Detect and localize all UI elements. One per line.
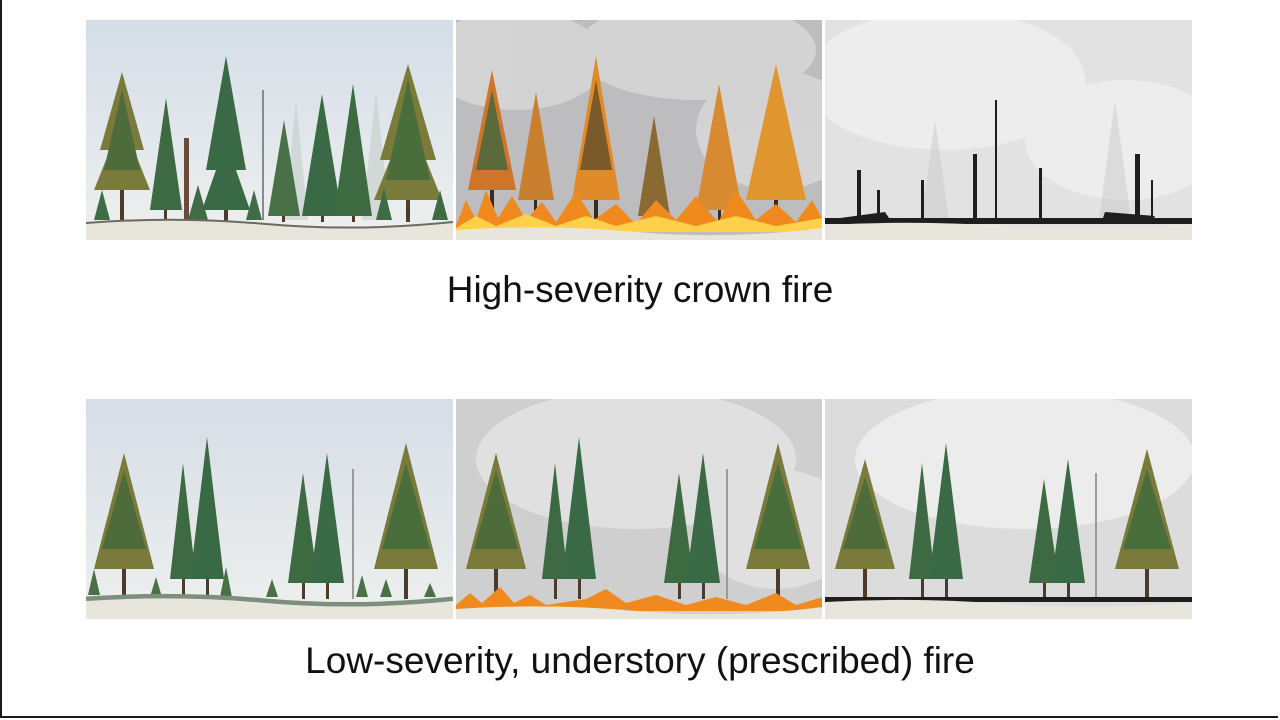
burning-trees	[467, 56, 806, 224]
crown-fire-illustration	[455, 20, 823, 240]
recovered-forest-illustration	[825, 399, 1193, 619]
surviving-trees	[465, 437, 810, 599]
open-forest-illustration	[86, 399, 453, 619]
charred-ground-line	[825, 597, 1193, 602]
crown-fire-sequence	[86, 20, 1193, 240]
understory-fire-illustration	[455, 399, 823, 619]
crown-panel-during	[455, 20, 823, 240]
crown-panel-after	[825, 20, 1193, 240]
tree-group	[88, 437, 438, 599]
understory-panel-during	[455, 399, 823, 619]
surface-flames	[455, 587, 823, 611]
crown-panel-before	[86, 20, 453, 240]
understory-panel-before	[86, 399, 453, 619]
understory-fire-caption: Low-severity, understory (prescribed) fi…	[305, 640, 975, 681]
understory-panel-after	[825, 399, 1193, 619]
charred-forest-illustration	[825, 20, 1193, 240]
tree-group	[94, 56, 448, 222]
dense-forest-illustration	[86, 20, 453, 240]
charred-snags	[825, 100, 1193, 224]
understory-fire-sequence	[86, 399, 1193, 619]
crown-fire-caption: High-severity crown fire	[446, 269, 834, 310]
surviving-trees	[835, 443, 1180, 599]
